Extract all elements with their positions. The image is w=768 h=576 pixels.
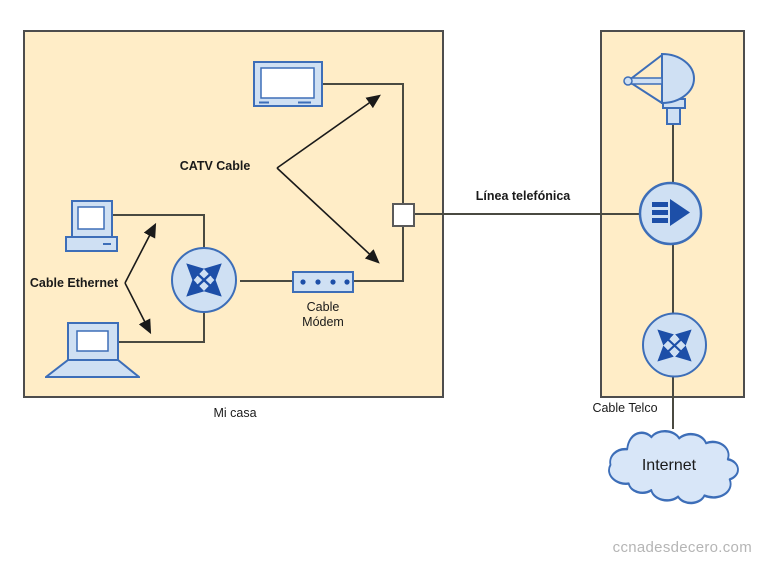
splitter-square-icon <box>392 203 415 227</box>
laptop-icon <box>43 322 142 378</box>
cable-modem-label-line1: Cable <box>306 300 340 314</box>
headend-arrow-icon <box>638 181 703 246</box>
tv-icon <box>253 61 323 107</box>
catv-cable-label: CATV Cable <box>179 159 251 173</box>
cable-modem-label-line2: Módem <box>302 315 344 329</box>
cloud-icon <box>602 424 744 510</box>
switch-icon <box>170 246 238 314</box>
cable-modem-icon <box>292 271 354 293</box>
desktop-computer-icon <box>65 200 118 252</box>
phone-line-label: Línea telefónica <box>475 189 571 203</box>
switch-icon <box>641 312 708 378</box>
telco-region-label: Cable Telco <box>592 401 658 415</box>
internet-label: Internet <box>641 457 697 474</box>
watermark-text: ccnadesdecero.com <box>612 539 752 556</box>
antenna-dish-icon <box>620 48 696 125</box>
cable-ethernet-label: Cable Ethernet <box>29 276 119 290</box>
home-region-label: Mi casa <box>213 406 257 420</box>
